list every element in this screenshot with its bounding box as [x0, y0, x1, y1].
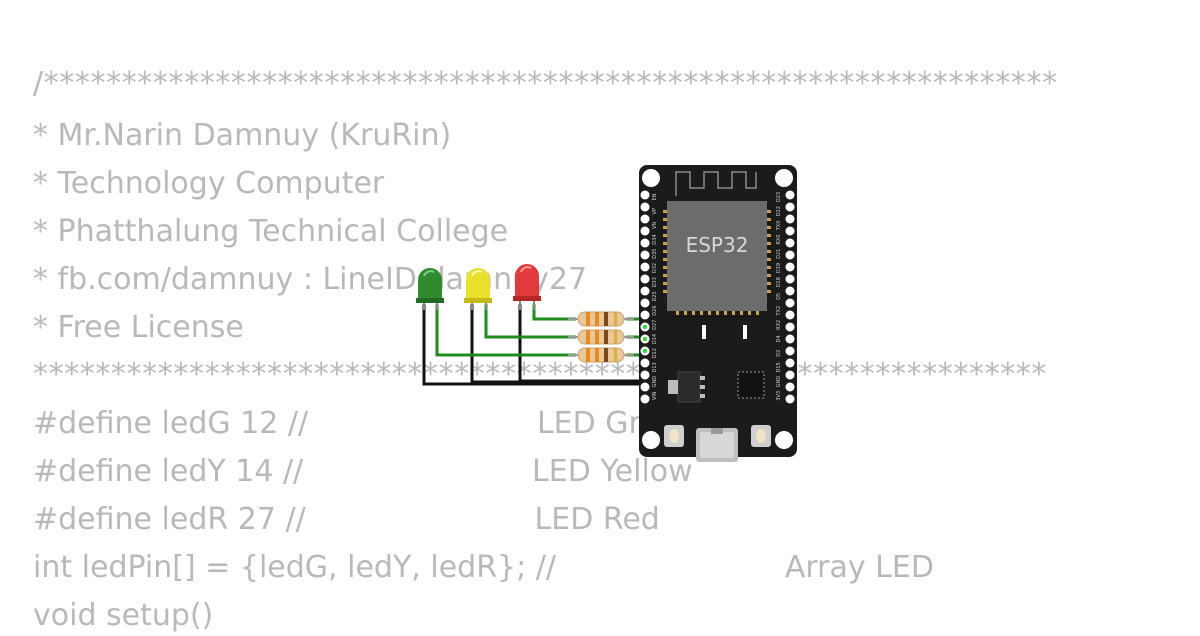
pin-label: RX2	[776, 320, 782, 330]
pin-label: D2	[776, 350, 782, 357]
pin-label: 3V3	[776, 391, 782, 401]
ground-wires[interactable]	[422, 303, 646, 386]
resistor-2[interactable]	[568, 329, 634, 345]
pin-label: D35	[652, 249, 658, 259]
boot-button[interactable]	[751, 425, 771, 447]
module-pads	[663, 210, 771, 315]
connected-pin-indicators	[642, 324, 648, 354]
antenna-icon	[675, 171, 757, 196]
usb-serial-chip	[737, 371, 765, 399]
code-line-license: * Free License	[33, 310, 244, 345]
pin-label: TX2	[776, 306, 782, 317]
code-line-college: * Phatthalung Technical College	[33, 214, 509, 249]
pin-label: D22	[776, 206, 782, 216]
chip-label: ESP32	[686, 233, 749, 257]
ground-wire-green[interactable]	[422, 303, 646, 386]
esp32-module	[667, 201, 767, 311]
code-line-comment-close: ****************************************…	[33, 357, 1047, 392]
pin-label: EN	[652, 193, 658, 200]
code-line-define-ledr: #define ledR 27 // LED Red	[33, 502, 660, 537]
micro-usb-port[interactable]	[696, 428, 738, 462]
pin-label: D4	[776, 335, 782, 342]
led-green[interactable]	[416, 268, 444, 310]
mount-hole-icon	[775, 169, 793, 187]
pin-label: GND	[776, 376, 782, 388]
resistor-1[interactable]	[568, 311, 634, 327]
pin-label: D26	[652, 305, 658, 315]
en-button[interactable]	[664, 425, 684, 447]
pin-label: D5	[776, 293, 782, 300]
pin-label: D33	[652, 277, 658, 287]
pin-label: D14	[652, 334, 658, 344]
pin-label: TX0	[776, 221, 782, 232]
esp32-board[interactable]: ESP32 ENVPVND34D35D32D33D25D26D27D14D12D…	[639, 165, 797, 462]
pin-label: D18	[776, 277, 782, 287]
led-red[interactable]	[513, 264, 541, 310]
mount-hole-icon	[642, 431, 660, 449]
pin-label: RX0	[776, 235, 782, 245]
code-line-setup: void setup()	[33, 598, 214, 633]
ground-wire-red[interactable]	[518, 303, 646, 383]
pin-label: D25	[652, 291, 658, 301]
led-yellow[interactable]	[464, 268, 492, 310]
pin-label: D13	[652, 362, 658, 372]
mount-hole-icon	[775, 431, 793, 449]
code-line-contact: * fb.com/damnuy : LineID damnuy27	[33, 262, 588, 297]
code-line-led-array: int ledPin[] = {ledG, ledY, ledR}; // Ar…	[33, 550, 934, 585]
voltage-regulator	[677, 371, 701, 403]
pin-label: GND	[652, 376, 658, 388]
pin-label: D12	[652, 348, 658, 358]
signal-wire-green-led[interactable]	[435, 303, 577, 357]
pin-label: D19	[776, 263, 782, 273]
left-header-pins[interactable]	[640, 190, 650, 404]
pin-label: D34	[652, 234, 658, 244]
pin-label: D27	[652, 320, 658, 330]
code-line-department: * Technology Computer	[33, 166, 385, 201]
pin-label: VP	[652, 208, 658, 214]
signal-wire-yellow-led[interactable]	[484, 303, 577, 339]
pin-label: D21	[776, 249, 782, 259]
code-line-author: * Mr.Narin Damnuy (KruRin)	[33, 118, 452, 153]
right-header-pins[interactable]	[785, 190, 795, 404]
mount-hole-icon	[642, 169, 660, 187]
signal-wire-red-led[interactable]	[532, 303, 577, 321]
pin-label: VN	[652, 222, 658, 229]
pin-label: VIN	[652, 391, 658, 400]
pin-label: D23	[776, 192, 782, 202]
code-line-define-ledy: #define ledY 14 // LED Yellow	[33, 454, 693, 489]
pin-label: D32	[652, 263, 658, 273]
pin-label: D15	[776, 362, 782, 372]
code-line-comment-open: /***************************************…	[33, 66, 1058, 101]
resistor-3[interactable]	[568, 347, 634, 363]
